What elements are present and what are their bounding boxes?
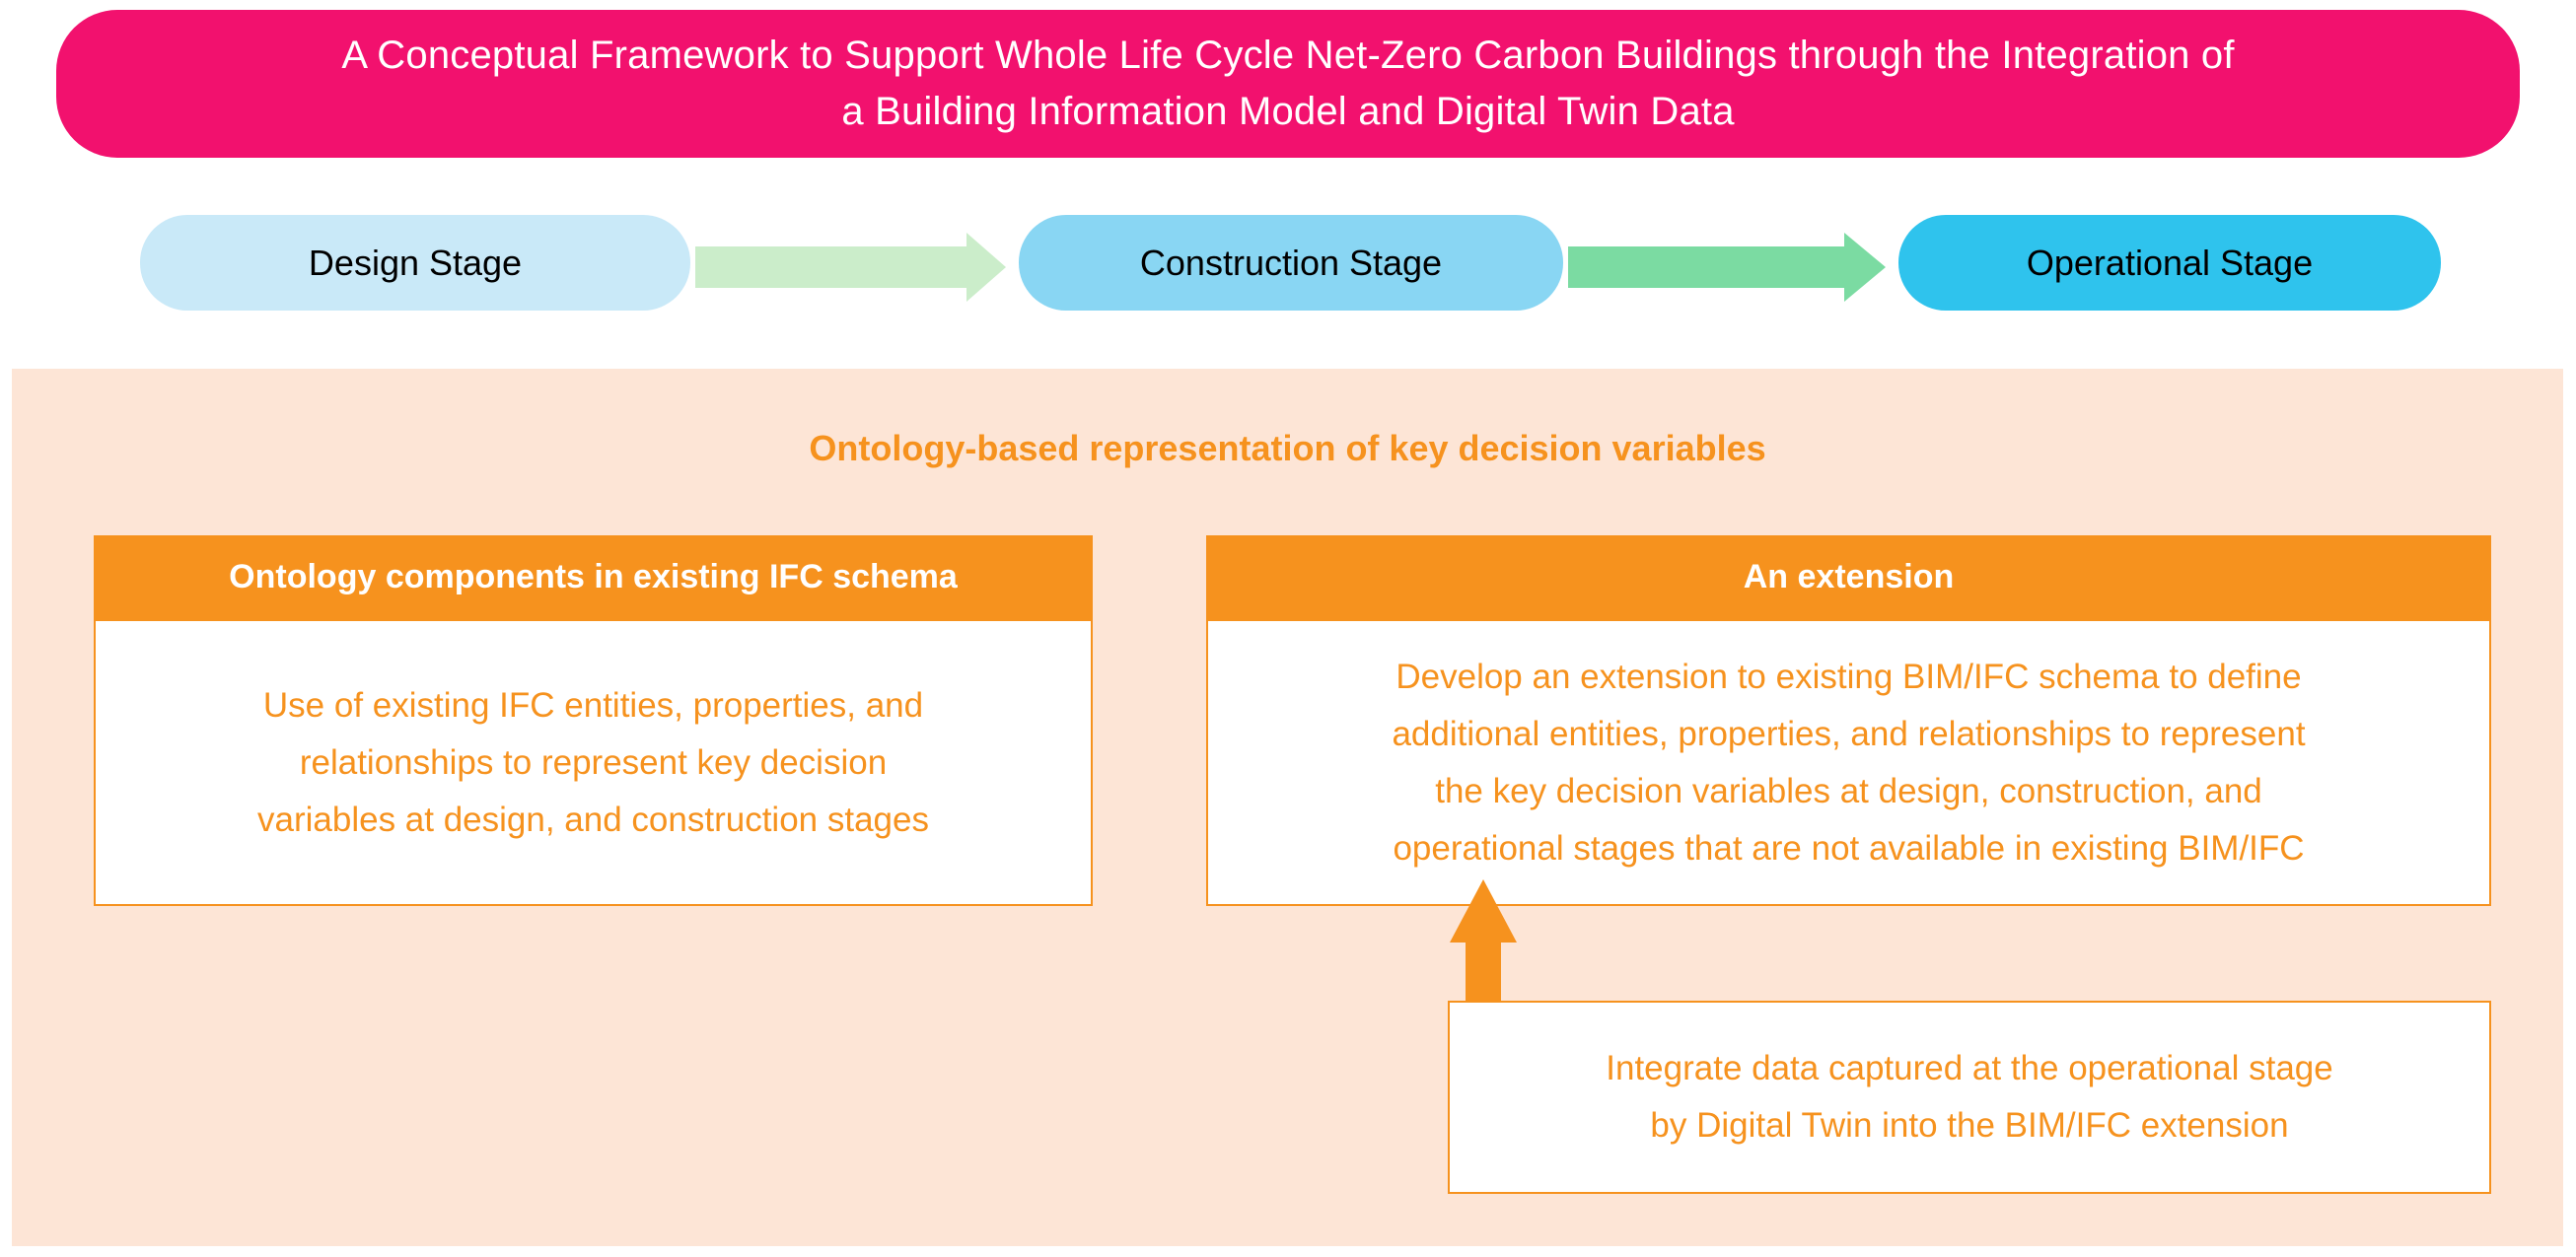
ifc-schema-box-title: Ontology components in existing IFC sche… <box>229 558 958 595</box>
extension-box: An extension Develop an extension to exi… <box>1206 535 2491 906</box>
flow-arrow-construction-to-operational-icon <box>1568 233 1886 302</box>
stage-label-design: Design Stage <box>308 242 523 283</box>
stage-pill-construction: Construction Stage <box>1019 215 1563 311</box>
stage-label-operational: Operational Stage <box>2026 242 2314 283</box>
ontology-panel: Ontology-based representation of key dec… <box>12 369 2563 1246</box>
stage-label-construction: Construction Stage <box>1139 242 1443 283</box>
stage-pill-operational: Operational Stage <box>1898 215 2441 311</box>
extension-box-title: An extension <box>1743 558 1955 595</box>
ifc-schema-box-header: Ontology components in existing IFC sche… <box>94 535 1093 619</box>
title-banner: A Conceptual Framework to Support Whole … <box>56 10 2520 158</box>
stage-pill-design: Design Stage <box>140 215 690 311</box>
extension-box-body: Develop an extension to existing BIM/IFC… <box>1206 619 2491 906</box>
extension-box-header: An extension <box>1206 535 2491 619</box>
diagram-title: A Conceptual Framework to Support Whole … <box>341 34 2235 133</box>
panel-heading: Ontology-based representation of key dec… <box>809 428 1766 468</box>
up-arrow-icon <box>1450 879 1517 1023</box>
flow-arrow-design-to-construction-icon <box>695 233 1006 302</box>
ifc-schema-box-body: Use of existing IFC entities, properties… <box>94 619 1093 906</box>
ifc-schema-box: Ontology components in existing IFC sche… <box>94 535 1093 906</box>
integrate-box: Integrate data captured at the operation… <box>1448 1001 2491 1194</box>
